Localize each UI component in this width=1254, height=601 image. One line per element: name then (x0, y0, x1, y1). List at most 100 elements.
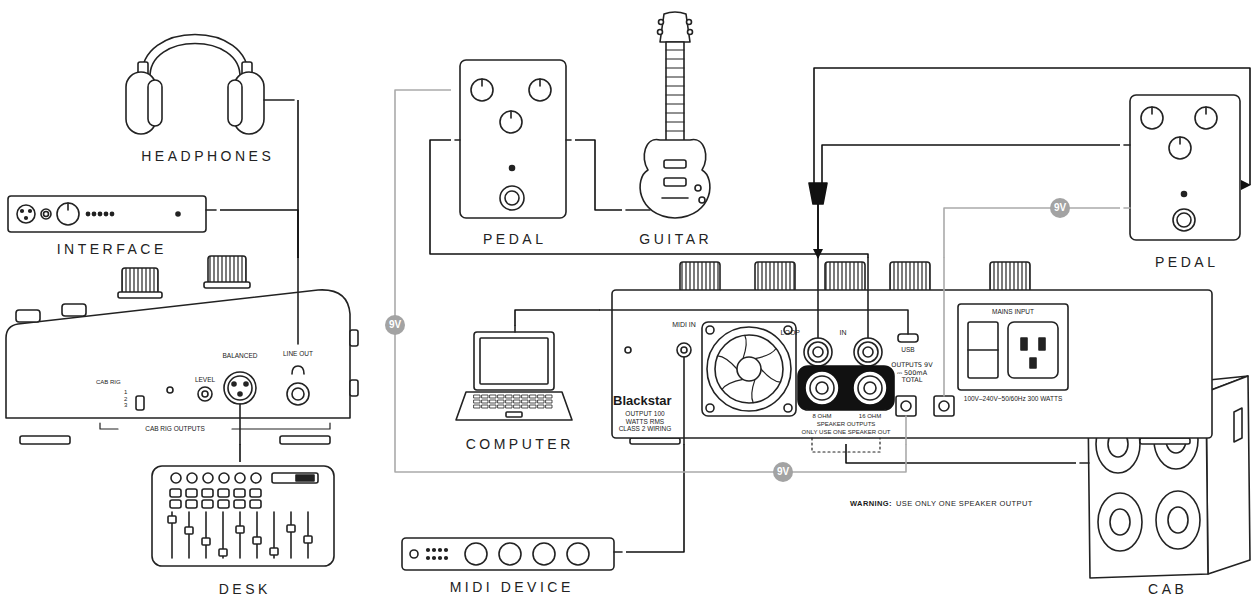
panel-label: 100V–240V~50/60Hz 300 WATTS (961, 395, 1065, 403)
mixing-desk-drawing-part (152, 466, 334, 566)
amplifier-drawing-part (737, 357, 761, 381)
guitar-drawing-part (687, 20, 692, 25)
interface-drawing (8, 196, 216, 232)
pedal-node: PEDAL (451, 56, 575, 250)
pedal-drawing-part (500, 186, 524, 210)
computer-node: COMPUTER (452, 326, 584, 454)
mixing-desk-drawing-part (253, 537, 261, 544)
mixing-desk-drawing-part (219, 473, 229, 483)
laptop-drawing-part (506, 412, 522, 417)
midi-device-drawing-part (499, 543, 521, 565)
cab-rig-unit-drawing-part (62, 304, 86, 316)
interface-drawing-part (104, 212, 107, 215)
mixing-desk-drawing-part (296, 475, 314, 481)
guitar-drawing-part (666, 113, 684, 114)
cab-rig-unit-drawing-part (198, 387, 212, 401)
laptop-drawing-part (474, 405, 480, 408)
mixing-desk-drawing-part (170, 489, 181, 497)
headphones-drawing (126, 35, 294, 135)
laptop-drawing-part (490, 395, 496, 398)
amplifier-drawing-part (755, 262, 795, 292)
mixing-desk-drawing-part (186, 489, 197, 497)
pedal-drawing-part (1169, 137, 1191, 159)
mixing-desk-drawing-part (256, 512, 258, 558)
amplifier-drawing-part (858, 342, 878, 362)
device-caption: DESK (144, 581, 342, 597)
amplifier-drawing-part (890, 262, 930, 292)
cab-rig-unit-drawing (6, 256, 358, 444)
laptop-drawing-part (498, 395, 504, 398)
signal-cable (814, 68, 1250, 258)
amplifier-drawing-part (805, 371, 839, 405)
guitar-drawing-part (664, 178, 686, 186)
pedal-drawing-part (1141, 107, 1163, 129)
guitar-drawing-part (659, 20, 664, 25)
mixing-desk-drawing-part (250, 489, 261, 497)
midi-device-drawing (402, 538, 622, 570)
interface-drawing-part (92, 212, 95, 215)
speaker-cabinet-drawing-part (1080, 462, 1089, 464)
guitar-drawing-part (666, 95, 684, 96)
panel-label: IN (835, 329, 851, 337)
panel-label: MIDI IN (666, 321, 702, 329)
amplifier-drawing-part (825, 262, 865, 292)
laptop-drawing-part (506, 405, 512, 408)
mixing-desk-drawing-part (287, 525, 295, 532)
laptop-drawing-part (522, 395, 528, 398)
illustration-part (6, 12, 1250, 578)
mixing-desk-drawing-part (186, 500, 197, 508)
cab-rig-unit-drawing-part (238, 392, 242, 396)
pedal-drawing-part (510, 111, 512, 118)
amplifier-drawing-part (810, 376, 834, 400)
cab-rig-unit-drawing-part (232, 382, 236, 386)
laptop-drawing-part (514, 326, 516, 332)
amplifier-drawing-part (804, 338, 832, 366)
speaker-cabinet-drawing-part (1156, 491, 1200, 549)
desk-node: DESK (144, 462, 342, 600)
guitar-drawing-part (660, 12, 690, 42)
laptop-drawing-part (538, 395, 544, 398)
amplifier-drawing-part-part (722, 379, 743, 389)
interface-drawing-part (110, 212, 113, 215)
pedal-drawing-part (1195, 107, 1217, 129)
amplifier-drawing-part-part (752, 379, 755, 402)
pedal-drawing-part (1177, 213, 1191, 227)
device-caption: PEDAL (1120, 254, 1250, 270)
pedal-drawing-part (1179, 137, 1181, 144)
midi-device-drawing-part (533, 543, 555, 565)
interface-drawing-part (44, 212, 49, 217)
mixing-desk-drawing-part (234, 489, 245, 497)
cab-rig-unit-drawing-part (122, 268, 158, 294)
mixing-desk-drawing-part (235, 473, 245, 483)
mixing-desk-drawing-part (188, 512, 190, 558)
panel-label: Blackstar (613, 394, 685, 409)
pedal-drawing (1124, 95, 1240, 240)
mixing-desk-drawing-part (236, 526, 244, 533)
mixing-desk-drawing-part (239, 512, 241, 558)
amplifier-drawing-part (702, 322, 796, 416)
laptop-drawing-part (456, 392, 572, 420)
mixing-desk-drawing-part (185, 527, 193, 534)
cab-rig-unit-drawing-part (100, 423, 330, 429)
midi-device-drawing-part (402, 538, 614, 570)
cab-rig-unit-drawing-part (118, 292, 162, 298)
laptop-drawing-part (506, 395, 512, 398)
midi-device-drawing-part (567, 543, 589, 565)
amplifier-drawing-part (677, 343, 691, 357)
interface-node: INTERFACE (0, 192, 220, 262)
speaker-cabinet-drawing-part (1110, 509, 1130, 535)
panel-label: LOOP (766, 329, 800, 337)
cab-rig-unit-node: CAB RIG1 2 3LEVELBALANCEDLINE OUTCAB RIG… (0, 258, 360, 444)
cab-rig-unit-drawing-part (297, 258, 299, 344)
interface-drawing-part (176, 212, 180, 216)
amplifier-drawing-part-part (718, 356, 737, 369)
amplifier-drawing-part (853, 371, 887, 405)
mixing-desk-drawing-part (202, 538, 210, 545)
guitar-drawing-part (666, 42, 684, 142)
laptop-drawing-part (514, 405, 520, 408)
signal-cable (575, 140, 622, 210)
amplifier-drawing-part (706, 404, 714, 412)
pedal-drawing (455, 60, 571, 218)
cab-rig-unit-drawing-part (280, 436, 330, 444)
